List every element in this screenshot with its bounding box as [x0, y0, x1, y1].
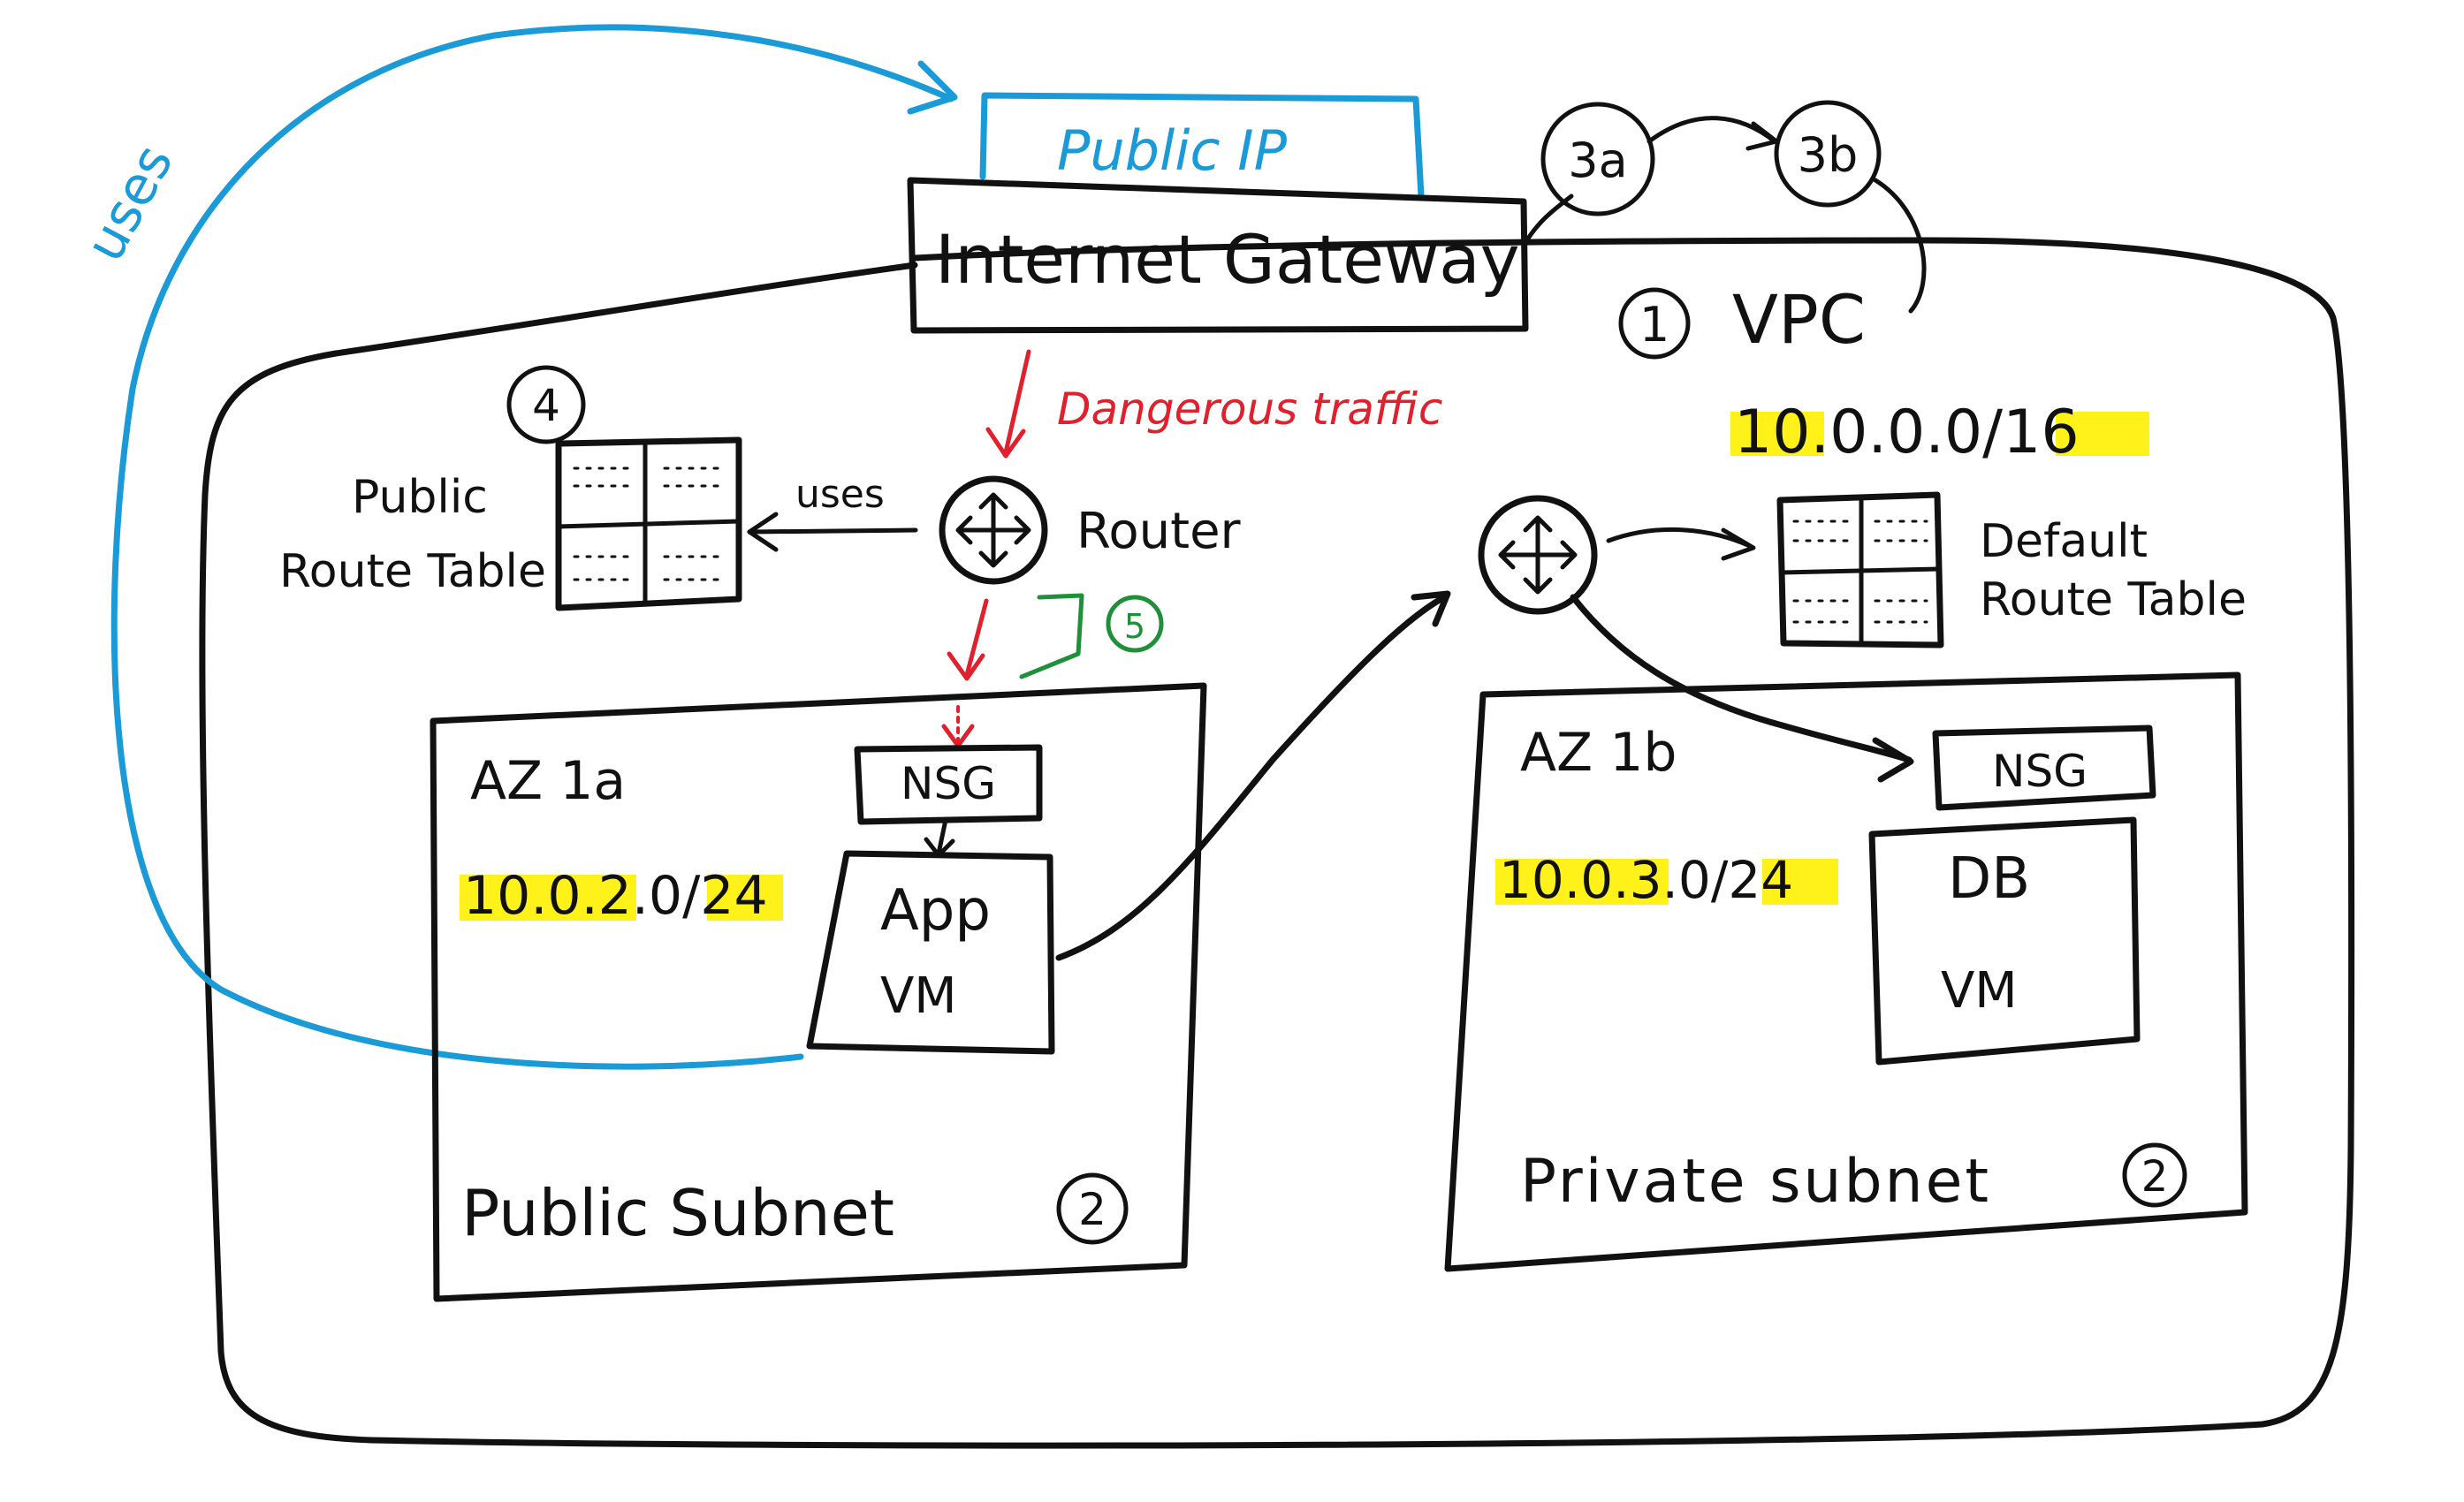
public-route-table-label-1: Public: [352, 471, 488, 524]
vpc-boundary: [199, 237, 2355, 1449]
arrow-igw-to-3a: [1521, 193, 1574, 248]
router-public-icon: [939, 475, 1048, 585]
arrow-nsg-to-app: [936, 817, 948, 856]
badge-1-circle: [1618, 287, 1691, 360]
badge-3b-circle: [1774, 100, 1882, 208]
arrow-router-to-private-nsg-head: [1872, 737, 1914, 783]
router-private-icon: [1478, 495, 1598, 615]
arrow-3a-to-3b: [1646, 116, 1777, 144]
public-subnet-cidr: 10.0.2.0/24: [463, 865, 768, 927]
nsg-private-label: NSG: [1992, 746, 2088, 797]
traffic-arrow-router-to-subnet-head: [947, 651, 985, 681]
uses-arrow-app-to-public-ip-head: [907, 60, 958, 115]
dangerous-traffic-arrow-head: [985, 427, 1026, 459]
default-route-table-label-1: Default: [1980, 515, 2148, 568]
public-subnet-box: [430, 682, 1207, 1302]
traffic-arrow-router-to-subnet: [964, 598, 989, 678]
public-cidr-highlight-2: [707, 875, 783, 921]
badge-2-public-label: 2: [1078, 1184, 1107, 1235]
dangerous-traffic-arrow: [1003, 349, 1031, 455]
badge-2-private-circle: [2122, 1142, 2187, 1208]
public-subnet-label: Public Subnet: [461, 1176, 894, 1250]
badge-2-public-circle: [1056, 1172, 1129, 1245]
db-vm-label-1: DB: [1948, 846, 2030, 912]
badge-3b-label: 3b: [1798, 127, 1859, 183]
private-subnet-label: Private subnet: [1520, 1147, 1989, 1217]
public-route-table-label-2: Route Table: [279, 545, 546, 598]
badge-3a-circle: [1540, 102, 1655, 216]
db-vm-box: [1868, 816, 2141, 1066]
router-label: Router: [1076, 503, 1242, 560]
badge-5-label: 5: [1124, 607, 1145, 646]
public-subnet-az: AZ 1a: [470, 750, 626, 812]
badge-1-label: 1: [1639, 297, 1669, 353]
badge-5-circle: [1106, 595, 1164, 653]
uses-label-blue: uses: [73, 135, 185, 271]
badge-4-label: 4: [532, 380, 560, 431]
private-subnet-box: [1444, 671, 2248, 1272]
internet-gateway-box: [907, 177, 1529, 334]
internet-gateway-label: Internet Gateway: [935, 220, 1520, 299]
badge-3a-label: 3a: [1568, 133, 1627, 188]
nsg-public-label: NSG: [901, 758, 996, 809]
uses-arrow-router-to-route-table: [747, 527, 918, 535]
private-cidr-highlight-2: [1762, 859, 1838, 905]
arrow-router-to-default-route-table-head: [1721, 527, 1756, 561]
arrow-router-to-private-nsg: [1570, 594, 1913, 763]
badge-4-circle: [506, 365, 586, 444]
uses-arrow-head: [747, 512, 779, 552]
arrow-router-to-default-route-table: [1606, 527, 1753, 549]
arrow-3b-to-vpc: [1873, 178, 1927, 314]
vpc-label: VPC: [1732, 280, 1866, 359]
db-vm-label-2: VM: [1941, 962, 2018, 1020]
app-vm-label-1: App: [880, 878, 991, 944]
arrow-app-to-private-router-head: [1411, 590, 1451, 627]
app-vm-box: [806, 850, 1055, 1055]
public-route-table-icon: [555, 436, 742, 611]
arrow-app-to-private-router: [1055, 594, 1448, 961]
default-route-table-label-2: Route Table: [1980, 573, 2247, 626]
dangerous-traffic-label: Dangerous traffic: [1057, 383, 1442, 435]
default-route-table-icon: [1776, 491, 1944, 649]
private-cidr-highlight-1: [1495, 859, 1669, 905]
nsg-public-box: [854, 744, 1043, 825]
public-ip-label: Public IP: [1057, 118, 1288, 183]
private-subnet-az: AZ 1b: [1520, 722, 1677, 784]
public-cidr-highlight-1: [460, 875, 636, 921]
vpc-cidr-highlight-2: [2056, 412, 2149, 456]
nsg-private-box: [1932, 724, 2156, 811]
uses-arrow-app-to-public-ip: [110, 24, 954, 1070]
arrow-3a-to-3b-head: [1745, 121, 1779, 151]
vpc-cidr-highlight-1: [1730, 412, 1824, 456]
bracket-5: [1019, 593, 1084, 679]
uses-label-black: uses: [795, 472, 885, 517]
public-ip-box: [979, 92, 1425, 200]
badge-2-private-label: 2: [2141, 1152, 2169, 1202]
app-vm-label-2: VM: [880, 967, 957, 1025]
private-subnet-cidr: 10.0.3.0/24: [1499, 850, 1793, 910]
vpc-cidr: 10.0.0.0/16: [1734, 398, 2080, 467]
